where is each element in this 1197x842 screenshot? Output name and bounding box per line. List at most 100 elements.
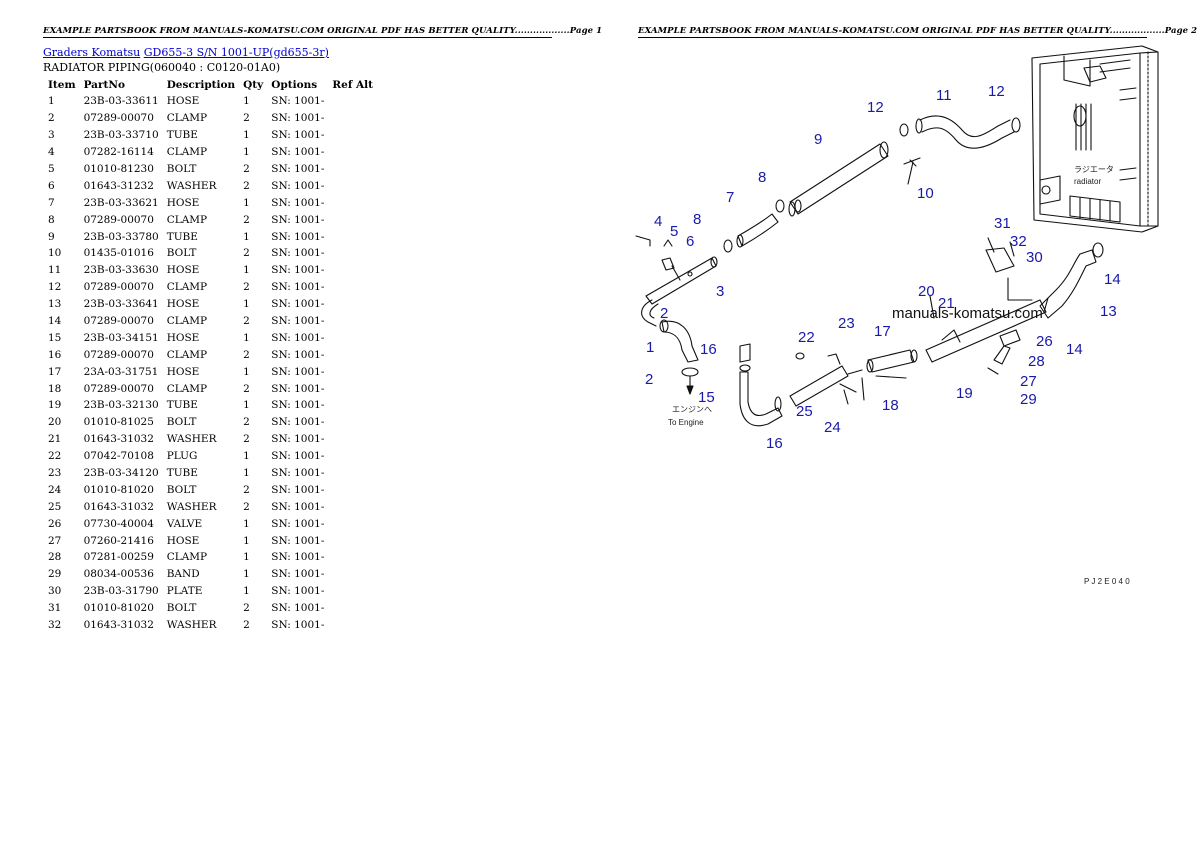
watermark: manuals-komatsu.com [892, 305, 1043, 322]
description-cell: BOLT [166, 163, 197, 175]
description-cell: HOSE [166, 298, 200, 311]
item-number-cell: 23 [48, 467, 62, 480]
callout-label: 14 [1066, 341, 1083, 358]
engine-label-jp: エンジンへ [672, 405, 712, 414]
options-cell: SN: 1001- [271, 348, 325, 361]
description-cell: CLAMP [166, 112, 208, 125]
item-number-cell: 3 [48, 129, 55, 142]
breadcrumb: Graders Komatsu GD655-3 S/N 1001-UP(gd65… [43, 46, 329, 59]
callout-label: 19 [956, 385, 973, 402]
item-number-cell: 18 [48, 382, 62, 395]
column-header-item: Item [48, 79, 76, 91]
item-number-cell: 28 [48, 551, 62, 564]
item-number-cell: 7 [48, 196, 55, 209]
page-header-right: EXAMPLE PARTSBOOK FROM MANUALS-KOMATSU.C… [638, 26, 1197, 38]
breadcrumb-link-graders[interactable]: Graders Komatsu [43, 46, 141, 59]
callout-label: 28 [1028, 353, 1045, 370]
ref-alt-cell [327, 144, 376, 161]
part-number-cell: 01643-31032 [83, 619, 154, 632]
callout-label: 13 [1100, 303, 1117, 320]
item-number-cell: 22 [48, 450, 62, 463]
ref-alt-cell [327, 245, 376, 262]
options-cell: SN: 1001- [271, 467, 325, 480]
page-title: RADIATOR PIPING(060040 : C0120-01A0) [43, 61, 281, 74]
part-number-cell: 23B-03-33710 [83, 129, 159, 142]
options-cell: SN: 1001- [271, 146, 325, 159]
item-number-cell: 13 [48, 298, 62, 311]
description-cell: HOSE [166, 534, 200, 547]
ref-alt-cell [327, 465, 376, 482]
callout-label: 2 [660, 305, 668, 322]
ref-alt-cell [327, 532, 376, 549]
options-cell: SN: 1001- [271, 568, 325, 581]
callout-label: 9 [814, 131, 822, 148]
options-cell: SN: 1001- [271, 399, 325, 412]
callout-label: 32 [1010, 233, 1027, 250]
quantity-cell: 2 [243, 247, 250, 260]
part-number-cell: 07281-00259 [83, 551, 154, 564]
quantity-cell: 2 [243, 500, 250, 513]
description-cell: TUBE [166, 399, 198, 412]
ref-alt-cell [327, 262, 376, 279]
quantity-cell: 2 [243, 382, 250, 395]
item-number-cell: 5 [48, 163, 55, 175]
item-number-cell: 17 [48, 365, 62, 378]
description-cell: HOSE [166, 95, 200, 108]
description-cell: TUBE [166, 230, 198, 243]
ref-alt-cell [327, 617, 376, 634]
item-number-cell: 12 [48, 281, 62, 294]
ref-alt-cell [327, 363, 376, 380]
ref-alt-cell [327, 110, 376, 127]
ref-alt-cell [327, 127, 376, 144]
description-cell: HOSE [166, 264, 200, 277]
description-cell: WASHER [166, 500, 217, 513]
part-number-cell: 01643-31032 [83, 433, 154, 446]
callout-label: 31 [994, 215, 1011, 232]
options-cell: SN: 1001- [271, 534, 325, 547]
description-cell: CLAMP [166, 382, 208, 395]
ref-alt-cell [327, 380, 376, 397]
part-number-cell: 23B-03-32130 [83, 399, 159, 412]
part-number-cell: 07282-16114 [83, 146, 154, 159]
item-number-cell: 20 [48, 416, 62, 429]
options-cell: SN: 1001- [271, 163, 325, 175]
ref-alt-cell [327, 414, 376, 431]
item-number-cell: 16 [48, 348, 62, 361]
ref-alt-cell [327, 313, 376, 330]
ref-alt-cell [327, 228, 376, 245]
callout-label: 8 [693, 211, 701, 228]
quantity-cell: 1 [243, 399, 250, 412]
options-cell: SN: 1001- [271, 129, 325, 142]
quantity-cell: 1 [243, 568, 250, 581]
options-cell: SN: 1001- [271, 433, 325, 446]
options-cell: SN: 1001- [271, 551, 325, 564]
quantity-cell: 2 [243, 315, 250, 328]
breadcrumb-link-model[interactable]: GD655-3 S/N 1001-UP(gd655-3r) [143, 46, 329, 59]
part-number-cell: 01643-31032 [83, 500, 154, 513]
column-header-partno: PartNo [83, 79, 125, 91]
item-number-cell: 19 [48, 399, 62, 412]
options-cell: SN: 1001- [271, 585, 325, 598]
description-cell: PLATE [166, 585, 203, 598]
part-number-cell: 01010-81020 [83, 483, 154, 496]
part-number-cell: 01643-31232 [83, 179, 154, 192]
part-number-cell: 07289-00070 [83, 315, 154, 328]
description-cell: WASHER [166, 619, 217, 632]
part-number-cell: 07289-00070 [83, 281, 154, 294]
callout-label: 18 [882, 397, 899, 414]
radiator-label-jp: ラジエータ [1074, 165, 1114, 174]
quantity-cell: 1 [243, 365, 250, 378]
description-cell: CLAMP [166, 146, 208, 159]
